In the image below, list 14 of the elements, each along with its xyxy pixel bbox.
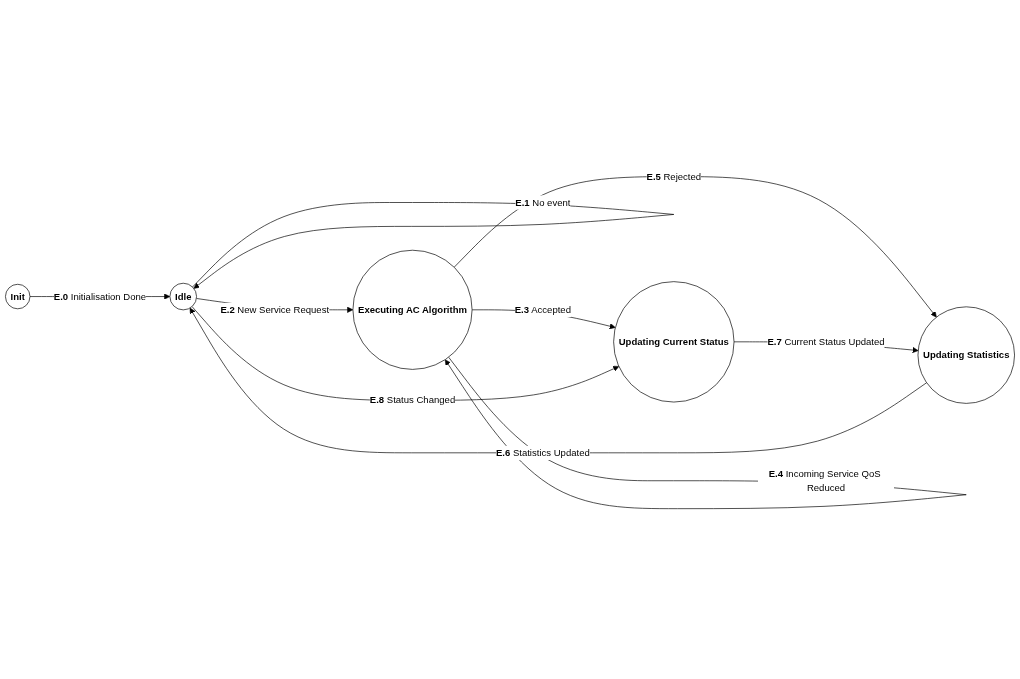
edge-label: E.4 Incoming Service QoS Reduced: [768, 468, 881, 494]
node-circle: Updating Statistics: [917, 306, 1015, 405]
edge-label: E.2 New Service Request: [220, 304, 330, 316]
node-circle: Init: [5, 284, 31, 310]
edge-label: E.5 Rejected: [646, 171, 702, 183]
node-circle: Updating Current Status: [613, 281, 735, 403]
edge-label: E.6 Statistics Updated: [495, 447, 590, 459]
node-circle: Executing AC Algorithm: [352, 250, 473, 371]
edge-label: E.0 Initialisation Done: [53, 291, 147, 303]
edge-label: E.1 No event: [515, 197, 571, 209]
edge-label: E.8 Status Changed: [369, 395, 456, 406]
node-circle: Idle: [169, 283, 197, 311]
edge-label: E.7 Current Status Updated: [767, 336, 885, 348]
edge-label: E.3 Accepted: [514, 304, 571, 316]
